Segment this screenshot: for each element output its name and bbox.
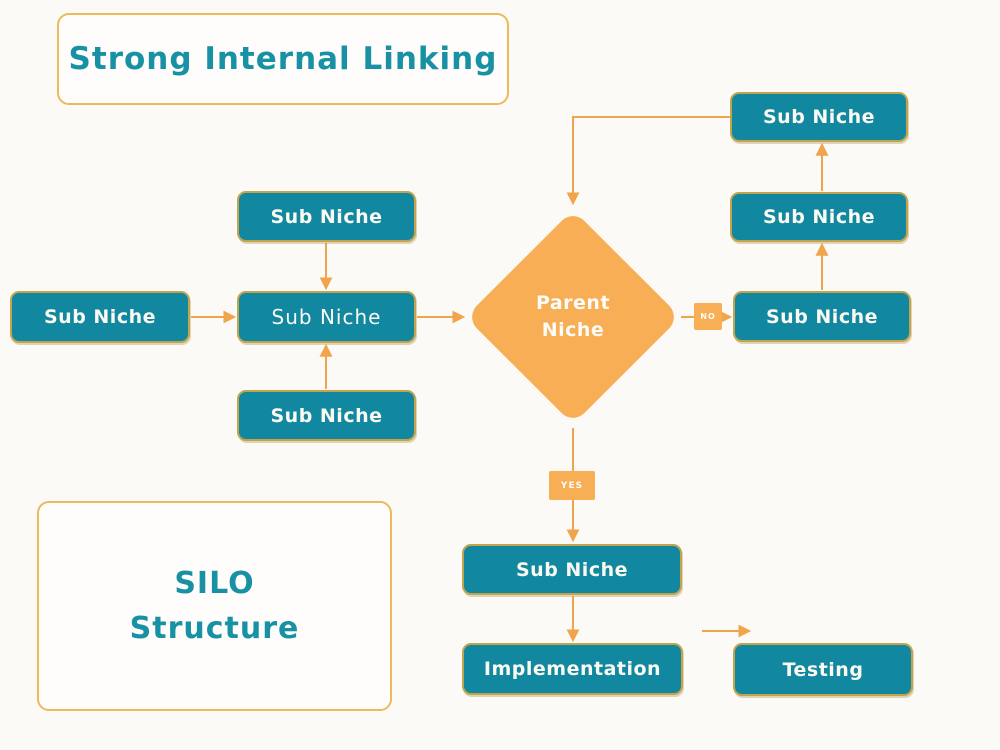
yes-text: YES	[560, 480, 584, 491]
silo-label-line1: SILO	[174, 566, 255, 601]
node-label: Sub Niche	[271, 305, 382, 329]
node-label: Sub Niche	[765, 305, 878, 328]
node-sub-niche-bottom: Sub Niche	[462, 544, 682, 595]
node-label: Sub Niche	[43, 306, 156, 328]
arrow-righttop-to-parent-loop	[566, 116, 730, 206]
silo-label-line2: Structure	[129, 611, 300, 646]
node-label: Implementation	[483, 658, 662, 680]
node-sub-niche-right-middle: Sub Niche	[730, 192, 908, 242]
parent-label-line2: Niche	[541, 319, 605, 341]
node-label: Sub Niche	[270, 404, 383, 427]
node-sub-niche-right-bottom: Sub Niche	[733, 291, 911, 342]
node-label: Sub Niche	[762, 106, 875, 128]
diagram-title: Strong Internal Linking	[68, 41, 498, 77]
no-text: NO	[700, 312, 716, 321]
node-sub-niche-left-center: Sub Niche	[237, 291, 416, 343]
node-sub-niche-left-top: Sub Niche	[237, 191, 416, 242]
node-label: Sub Niche	[762, 206, 875, 228]
node-implementation: Implementation	[462, 643, 683, 695]
parent-niche-label: Parent Niche	[497, 241, 649, 393]
node-sub-niche-left-bottom: Sub Niche	[237, 390, 416, 441]
silo-structure-box: SILO Structure	[37, 501, 392, 711]
edge-label-yes: YES	[549, 471, 595, 500]
node-label: Sub Niche	[515, 558, 628, 581]
node-label: Testing	[782, 658, 864, 681]
node-sub-niche-left-outer: Sub Niche	[10, 291, 190, 343]
node-label: Sub Niche	[270, 205, 383, 228]
node-sub-niche-right-top: Sub Niche	[730, 92, 908, 142]
node-testing: Testing	[733, 643, 913, 696]
diagram-title-box: Strong Internal Linking	[57, 13, 509, 105]
edge-label-no: NO	[694, 303, 722, 330]
parent-label-line1: Parent	[535, 292, 611, 314]
